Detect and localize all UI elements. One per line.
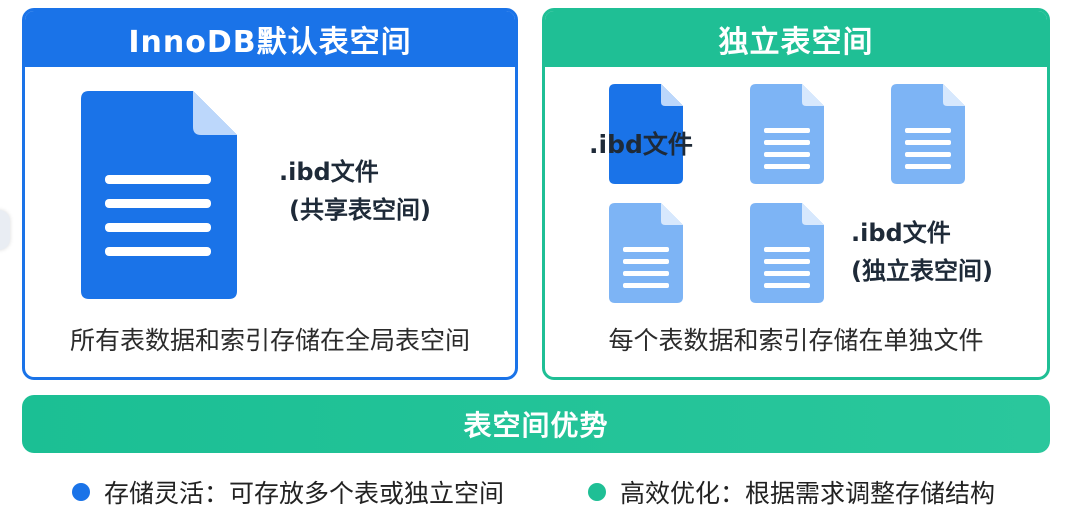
- shared-file-sublabel: (共享表空间): [289, 196, 431, 224]
- advantage-item-efficient: 高效优化：根据需求调整存储结构: [588, 474, 995, 510]
- advantage-text: 存储灵活：可存放多个表或独立空间: [104, 479, 505, 508]
- independent-file-sublabel: (独立表空间): [851, 257, 993, 285]
- shared-file-label: .ibd文件: [279, 158, 379, 186]
- green-dot-icon: [588, 483, 606, 501]
- document-icon: [750, 203, 824, 303]
- advantages-banner: 表空间优势: [22, 395, 1050, 453]
- document-icon: [609, 203, 683, 303]
- advantage-item-flexible: 存储灵活：可存放多个表或独立空间: [72, 474, 504, 510]
- document-icon: [891, 84, 965, 184]
- shared-tablespace-title: InnoDB默认表空间: [25, 11, 515, 67]
- independent-tablespace-panel: 独立表空间 .ibd文件: [542, 8, 1050, 380]
- independent-file-label: .ibd文件: [851, 219, 951, 247]
- advantage-text: 高效优化：根据需求调整存储结构: [620, 479, 996, 508]
- document-icon: [609, 84, 683, 184]
- large-document-icon: [81, 91, 237, 299]
- blue-dot-icon: [72, 483, 90, 501]
- shared-tablespace-panel: InnoDB默认表空间 .ibd文件 (共享表空间) 所有表数据和索引存储在全局…: [22, 8, 518, 380]
- independent-file-label-top: .ibd文件: [589, 130, 693, 159]
- independent-tablespace-caption: 每个表数据和索引存储在单独文件: [608, 326, 984, 355]
- shared-tablespace-caption: 所有表数据和索引存储在全局表空间: [69, 326, 470, 355]
- independent-tablespace-title: 独立表空间: [545, 11, 1047, 67]
- side-handle[interactable]: [0, 210, 10, 250]
- document-icon: [750, 84, 824, 184]
